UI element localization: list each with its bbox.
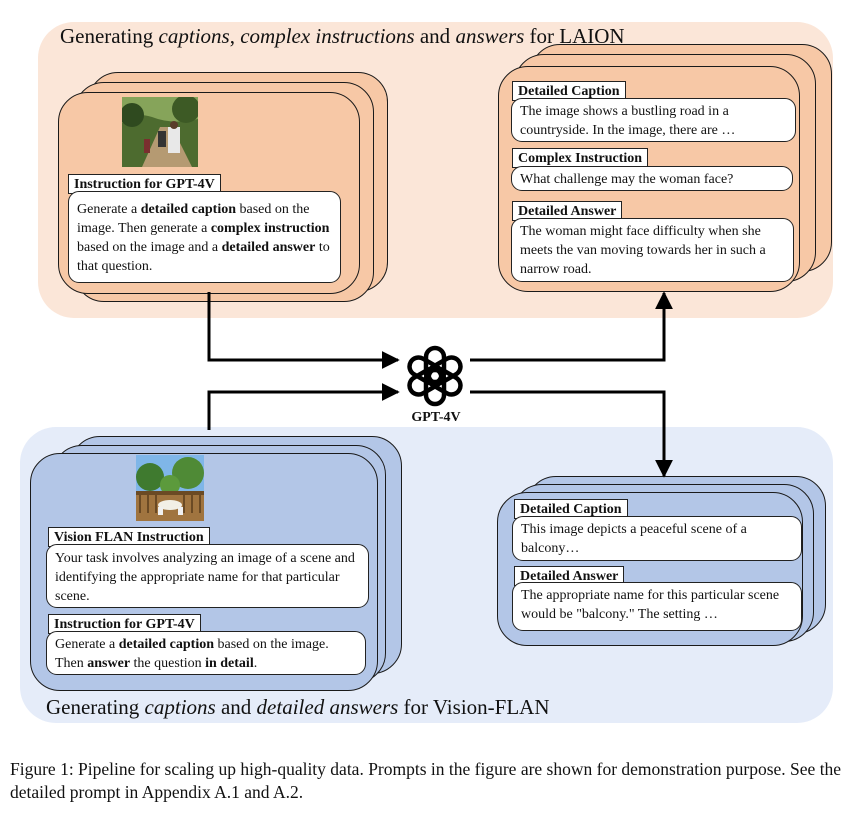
flan-vf-instruction-label: Vision FLAN Instruction (48, 527, 210, 547)
flan-panel-title: Generating captions and detailed answers… (46, 695, 549, 720)
laion-complex-instruction-label: Complex Instruction (512, 148, 649, 168)
text-run: Generating (46, 695, 145, 719)
text-run: and (215, 695, 257, 719)
text-run: Generate a (55, 637, 119, 652)
text-run: Generating (60, 24, 159, 48)
text-run: answer (87, 656, 131, 671)
text-run: , (229, 24, 241, 48)
laion-answer-box: The woman might face difficulty when she… (511, 218, 794, 282)
text-run: detailed answer (221, 240, 316, 255)
text-run: based on the image and a (77, 240, 222, 255)
road-scene-image (122, 97, 198, 167)
text-run: complex instruction (210, 221, 330, 236)
text-run: and (414, 24, 456, 48)
flan-to-gpt-arrow (207, 383, 400, 430)
text-run: to that question. (77, 240, 330, 274)
text-run: for Vision-FLAN (398, 695, 550, 719)
text-run: detailed caption (140, 202, 237, 217)
text-run: based on the image. Then generate a (77, 202, 310, 236)
laion-complex-instruction-box: What challenge may the woman face? (511, 166, 793, 191)
text-run: captions (158, 24, 230, 48)
flan-caption-label: Detailed Caption (514, 499, 628, 519)
flan-answer-box: The appropriate name for this particular… (512, 582, 802, 631)
text-run: complex instructions (240, 24, 415, 48)
flan-gpt-instruction-box: Generate a detailed caption based on the… (46, 631, 366, 675)
flan-answer-label: Detailed Answer (514, 566, 625, 586)
text-run: based on the image. Then (55, 637, 329, 671)
openai-logo-icon (402, 343, 468, 409)
laion-instruction-label: Instruction for GPT-4V (68, 174, 221, 194)
text-run: Generate a (77, 202, 141, 217)
text-run: the question (130, 656, 206, 671)
text-run: detailed caption (118, 637, 215, 652)
flan-caption-box: This image depicts a peaceful scene of a… (512, 516, 802, 561)
laion-answer-label: Detailed Answer (512, 201, 623, 221)
text-run: answers (455, 24, 525, 48)
laion-caption-label: Detailed Caption (512, 81, 626, 101)
text-run: in detail (205, 656, 254, 671)
laion-caption-box: The image shows a bustling road in a cou… (511, 98, 796, 142)
balcony-image (136, 455, 204, 521)
gpt-label: GPT-4V (411, 410, 461, 425)
text-run: detailed answers (256, 695, 399, 719)
laion-panel-title: Generating captions, complex instruction… (60, 24, 625, 49)
figure-caption: Figure 1: Pipeline for scaling up high-q… (10, 759, 842, 802)
flan-vf-instruction-box: Your task involves analyzing an image of… (46, 544, 369, 608)
text-run: . (253, 656, 258, 671)
text-run: captions (144, 695, 216, 719)
laion-instruction-box: Generate a detailed caption based on the… (68, 191, 341, 283)
